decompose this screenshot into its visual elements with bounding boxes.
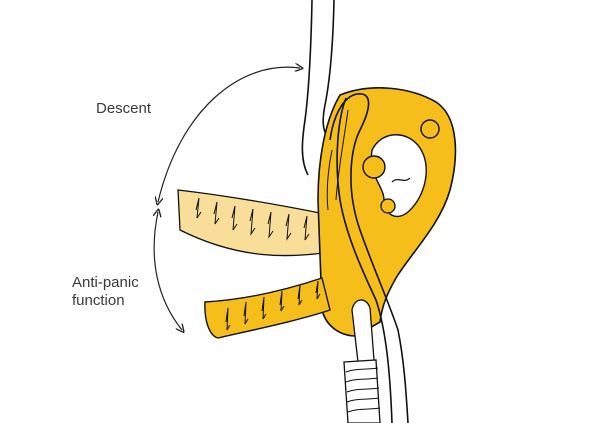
belay-device-body bbox=[317, 87, 457, 337]
anti-panic-arrow-icon bbox=[154, 212, 182, 330]
handle-descent-position bbox=[177, 189, 331, 257]
anti-panic-label-line2: function bbox=[72, 292, 125, 309]
handle-anti-panic-position bbox=[204, 277, 331, 339]
anti-panic-label-line1: Anti-panic bbox=[72, 274, 139, 291]
descent-arrow-icon bbox=[158, 67, 300, 202]
carabiner bbox=[343, 299, 381, 423]
descent-label: Descent bbox=[96, 100, 152, 117]
rope-through-device bbox=[329, 93, 409, 423]
anti-panic-label: Anti-panic function bbox=[72, 274, 139, 310]
